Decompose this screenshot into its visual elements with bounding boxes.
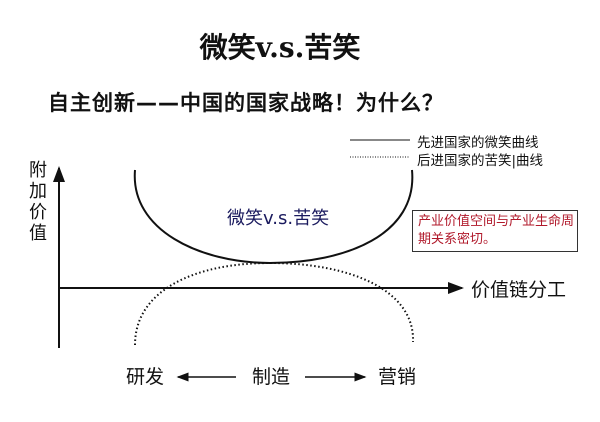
bitter-smile-curve [134,261,415,346]
legend-dotted-label: 后进国家的苦笑|曲线 [417,153,544,169]
note-box: 产业价值空间与产业生命周期关系密切。 [412,210,578,252]
smile-curve [133,169,414,265]
x-axis-label: 价值链分工 [471,279,567,301]
label-manufacturing: 制造 [252,366,291,388]
subtitle: 自主创新——中国的国家战略！为什么？ [48,91,444,115]
label-marketing: 营销 [378,366,417,388]
legend-solid-label: 先进国家的微笑曲线 [417,135,539,151]
center-text: 微笑v.s.苦笑 [227,208,330,229]
label-rd: 研发 [126,366,165,388]
y-axis-label: 附加价值 [29,160,47,244]
title: 微笑v.s.苦笑 [199,31,361,64]
